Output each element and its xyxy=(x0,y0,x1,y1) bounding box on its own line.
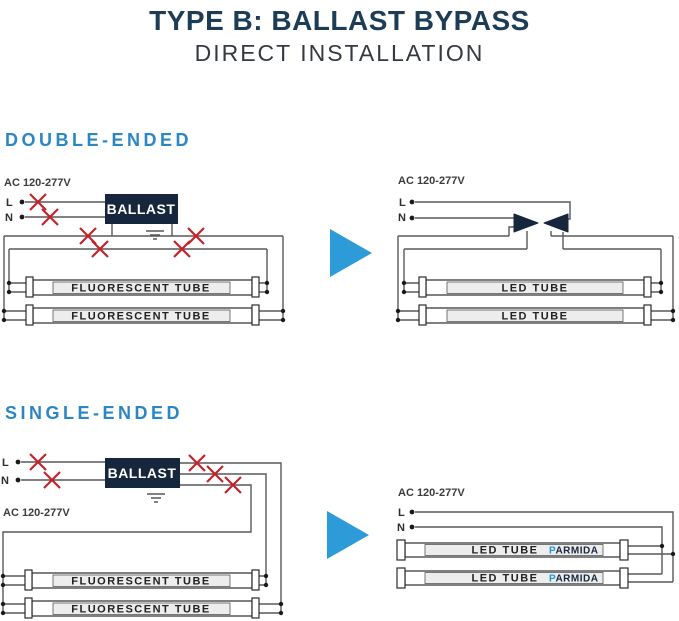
wires xyxy=(415,511,674,583)
tube-label: LED TUBE xyxy=(472,545,539,557)
led-tube-2: LED TUBE xyxy=(418,304,652,326)
junction-dots xyxy=(395,199,676,323)
double-ended-led-diagram: AC 120-277V L N xyxy=(395,175,676,326)
led-tube-1: LED TUBE xyxy=(418,276,652,298)
tube-label: FLUORESCENT TUBE xyxy=(71,604,211,616)
arrow-right-icon xyxy=(327,511,369,559)
tube-label: FLUORESCENT TUBE xyxy=(71,576,211,588)
wire-nut-icons xyxy=(513,213,569,233)
neutral-label: N xyxy=(5,212,13,224)
neutral-label: N xyxy=(398,212,406,224)
led-tube-2: LED TUBE PARMIDA xyxy=(396,567,629,589)
ac-voltage-label: AC 120-277V xyxy=(398,487,465,499)
junction-dots xyxy=(1,199,286,323)
tube-label: LED TUBE xyxy=(472,573,539,585)
double-ended-fluorescent-diagram: AC 120-277V L N BALLA xyxy=(1,177,286,326)
fluorescent-tube-1: FLUORESCENT TUBE xyxy=(24,569,260,591)
page-title: TYPE B: BALLAST BYPASS xyxy=(149,5,530,36)
ac-voltage-label: AC 120-277V xyxy=(3,507,70,519)
line-label: L xyxy=(6,197,13,209)
junction-dots xyxy=(409,509,676,557)
ballast-box xyxy=(105,458,180,488)
section-heading-double-ended: DOUBLE-ENDED xyxy=(5,130,193,150)
tube-label: LED TUBE xyxy=(502,283,569,295)
line-label: L xyxy=(398,507,405,519)
arrow-right-icon xyxy=(330,229,372,277)
neutral-label: N xyxy=(1,475,9,487)
line-label: L xyxy=(399,197,406,209)
ac-voltage-label: AC 120-277V xyxy=(4,177,71,189)
led-tube-1: LED TUBE PARMIDA xyxy=(396,539,629,561)
wires xyxy=(3,201,284,321)
brand-logo: PARMIDA xyxy=(549,574,598,585)
brand-logo: PARMIDA xyxy=(549,546,598,557)
wire-nut-icon xyxy=(513,213,539,233)
page-subtitle: DIRECT INSTALLATION xyxy=(194,40,485,66)
ballast-label: BALLAST xyxy=(107,201,176,217)
ac-voltage-label: AC 120-277V xyxy=(398,175,465,187)
disconnect-x-icons xyxy=(29,453,242,494)
ballast: BALLAST xyxy=(105,194,178,224)
section-heading-single-ended: SINGLE-ENDED xyxy=(5,403,184,423)
ballast: BALLAST xyxy=(105,458,180,488)
tube-label: LED TUBE xyxy=(502,311,569,323)
fluorescent-tube-2: FLUORESCENT TUBE xyxy=(25,304,260,326)
fluorescent-tube-1: FLUORESCENT TUBE xyxy=(25,276,260,298)
single-ended-fluorescent-diagram: L N AC 120-277V BALLAST xyxy=(0,453,284,619)
ballast-label: BALLAST xyxy=(108,465,177,481)
ground-icon xyxy=(146,230,164,240)
wire-nut-icon xyxy=(543,213,569,233)
disconnect-x-icons xyxy=(29,193,205,258)
fluorescent-tube-2: FLUORESCENT TUBE xyxy=(24,597,260,619)
line-label: L xyxy=(2,457,9,469)
tube-label: FLUORESCENT TUBE xyxy=(71,311,211,323)
tube-label: FLUORESCENT TUBE xyxy=(71,283,211,295)
neutral-label: N xyxy=(397,522,405,534)
ballast-box xyxy=(105,194,178,224)
ground-icon xyxy=(147,493,165,503)
wires xyxy=(2,461,282,614)
single-ended-led-diagram: AC 120-277V L N LED TUBE PARMIDA LED T xyxy=(396,487,676,589)
junction-dots xyxy=(0,459,284,616)
wires xyxy=(397,201,674,321)
